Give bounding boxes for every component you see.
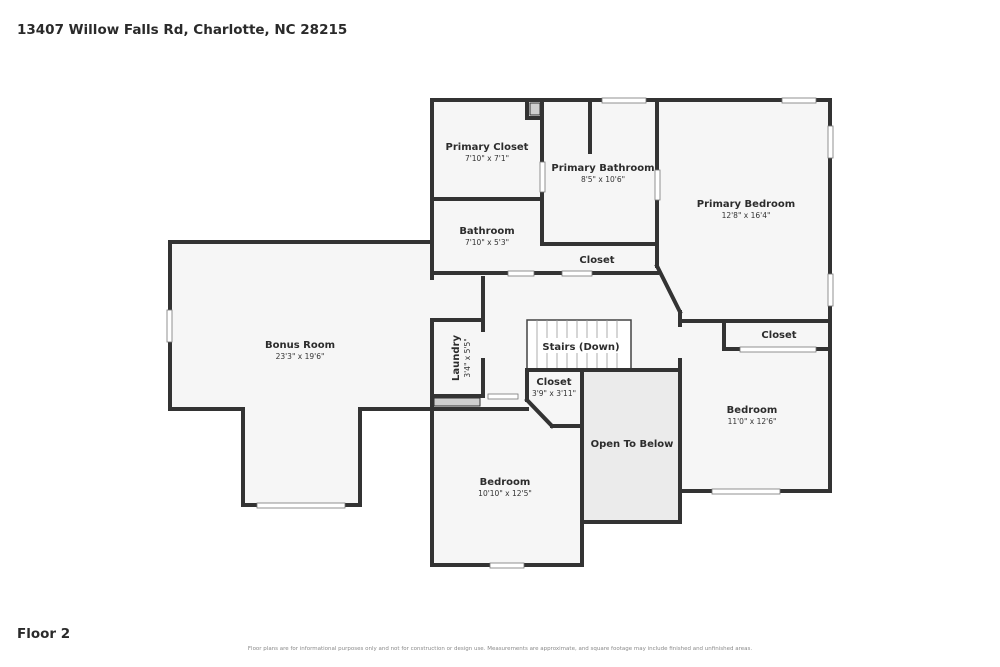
- walls: [168, 98, 832, 567]
- room-name: Bedroom: [727, 405, 778, 416]
- room-name: Open To Below: [591, 439, 674, 450]
- room-bathroom: Bathroom 7'10" x 5'3": [459, 226, 514, 247]
- room-bonus-room: Bonus Room 23'3" x 19'6": [265, 340, 335, 361]
- room-dims: 3'9" x 3'11": [532, 389, 576, 398]
- room-primary-bathroom: Primary Bathroom 8'5" x 10'6": [551, 163, 654, 184]
- page-address: 13407 Willow Falls Rd, Charlotte, NC 282…: [17, 22, 348, 38]
- floor-fill: [170, 100, 830, 565]
- room-name: Primary Bathroom: [551, 163, 654, 174]
- room-dims: 7'10" x 7'1": [465, 154, 509, 163]
- open-to-below-area: [582, 372, 680, 522]
- room-closet-small: Closet 3'9" x 3'11": [532, 377, 576, 398]
- room-bedroom-right-closet: Closet: [761, 330, 796, 341]
- room-stairs: Stairs (Down): [542, 338, 620, 353]
- room-dims: 12'8" x 16'4": [722, 211, 771, 220]
- room-dims: 11'0" x 12'6": [728, 417, 777, 426]
- room-dims: 7'10" x 5'3": [465, 238, 509, 247]
- room-dims: 3'4" x 5'5": [463, 338, 472, 377]
- room-bedroom-right: Bedroom 11'0" x 12'6": [727, 405, 778, 426]
- room-name: Bonus Room: [265, 340, 335, 351]
- room-name: Bathroom: [459, 226, 514, 237]
- disclaimer-text: Floor plans are for informational purpos…: [247, 646, 753, 652]
- room-dims: 10'10" x 12'5": [478, 489, 532, 498]
- room-name: Laundry: [451, 335, 462, 381]
- room-name: Bedroom: [480, 477, 531, 488]
- room-open-to-below: Open To Below: [591, 439, 674, 450]
- floor-label: Floor 2: [17, 626, 71, 642]
- room-name: Primary Closet: [446, 142, 529, 153]
- room-name: Primary Bedroom: [697, 199, 795, 210]
- room-hall-closet: Closet: [579, 255, 614, 266]
- room-name: Stairs (Down): [542, 342, 619, 353]
- room-name: Closet: [761, 330, 796, 341]
- room-primary-closet: Primary Closet 7'10" x 7'1": [446, 142, 529, 163]
- room-dims: 23'3" x 19'6": [276, 352, 325, 361]
- room-name: Closet: [579, 255, 614, 266]
- room-laundry: Laundry 3'4" x 5'5": [451, 335, 472, 381]
- room-dims: 8'5" x 10'6": [581, 175, 625, 184]
- room-bedroom-bottom: Bedroom 10'10" x 12'5": [478, 477, 532, 498]
- room-name: Closet: [536, 377, 571, 388]
- windows: [166, 97, 834, 569]
- room-primary-bedroom: Primary Bedroom 12'8" x 16'4": [697, 199, 795, 220]
